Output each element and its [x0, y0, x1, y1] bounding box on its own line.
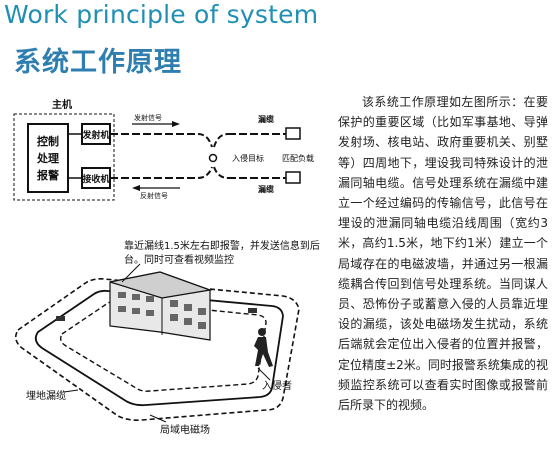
title-chinese: 系统工作原理 [14, 47, 182, 78]
controller-line2: 处理 [36, 151, 59, 165]
buried-cable-loop [34, 289, 284, 407]
transmitter-label: 发射机 [81, 129, 109, 141]
scene-callout: 靠近漏线1.5米左右即报警，并发送信息到后台。同时可查看视频监控 [124, 241, 320, 266]
bottom-terminator [285, 171, 301, 184]
top-cable-label: 漏缆 [258, 114, 274, 124]
intruder-figure [254, 328, 273, 367]
host-box [13, 113, 115, 201]
description-text: 该系统工作原理如左图所示：在要保护的重要区域（比如军事基地、导弹发射场、核电站、… [338, 95, 548, 413]
outer-field-boundary [14, 278, 300, 421]
controller-line3: 报警 [37, 168, 59, 182]
buried-cable-label: 埋地漏缆 [26, 391, 66, 402]
controller-line1: 控制 [37, 134, 59, 148]
host-label: 主机 [52, 98, 72, 111]
load-label: 匹配负载 [282, 153, 314, 163]
camera-left [56, 316, 65, 321]
title-english: Work principle of system [4, 0, 319, 29]
intrusion-label: 入侵目标 [232, 153, 264, 163]
intrusion-point [208, 153, 218, 163]
controller-box [27, 123, 69, 193]
top-terminator [285, 127, 301, 140]
bottom-cable-label: 漏缆 [258, 184, 274, 194]
field-label: 局域电磁场 [160, 425, 210, 436]
receiver-label: 接收机 [82, 173, 109, 185]
intruder-label: 入侵者 [262, 381, 292, 392]
tx-signal-label: 发射信号 [134, 113, 162, 122]
camera-right [248, 308, 257, 313]
rx-signal-label: 反射信号 [140, 191, 168, 200]
